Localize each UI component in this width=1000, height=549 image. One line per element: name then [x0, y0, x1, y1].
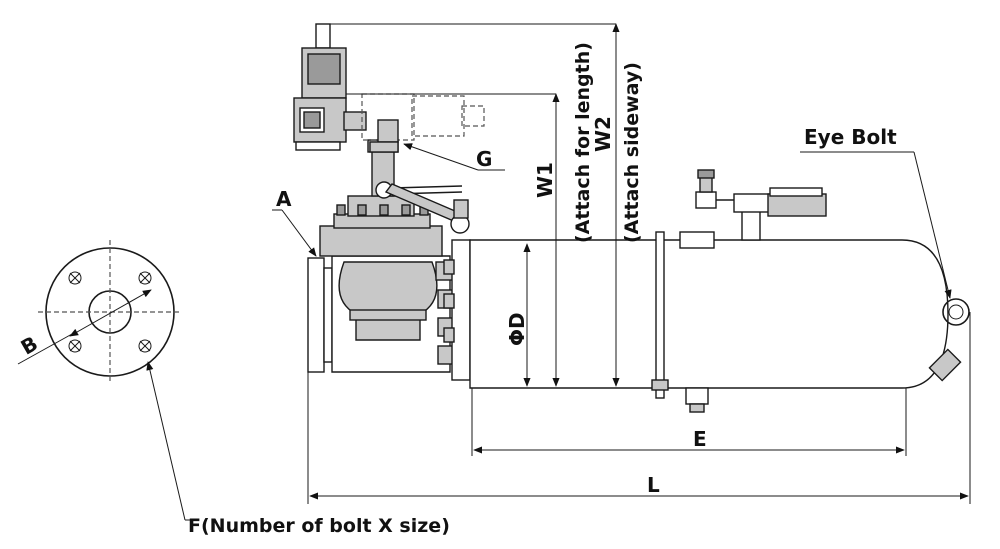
flange-front-view — [17, 240, 192, 521]
bolt-leader — [146, 361, 186, 521]
eye-bolt-ring — [942, 298, 970, 326]
relief-valve — [767, 193, 827, 217]
label-l: L — [647, 473, 660, 497]
pcd-leader — [17, 333, 73, 365]
dimension-lines — [307, 23, 971, 504]
inlet-flange — [307, 257, 325, 373]
tank — [469, 169, 970, 413]
label-f: F(Number of bolt X size) — [188, 515, 450, 537]
label-w1-note: (Attach for length) — [572, 42, 594, 243]
label-a: A — [276, 187, 292, 211]
side-plug — [928, 348, 962, 382]
valve-bonnet — [319, 225, 443, 257]
a-leader — [281, 209, 317, 257]
label-g: G — [476, 147, 492, 171]
label-eye-bolt: Eye Bolt — [804, 125, 897, 149]
label-d: ΦD — [505, 312, 529, 346]
label-w1: W1 — [533, 162, 557, 198]
outlet-flange — [451, 239, 471, 381]
flange-bolt-holes — [68, 271, 152, 353]
g-leader — [403, 143, 479, 171]
bonnet-bolts — [336, 204, 429, 216]
top-fitting — [679, 231, 715, 249]
actuator-top-pin — [315, 23, 331, 49]
tank-shell — [469, 239, 949, 389]
label-e: E — [693, 427, 707, 451]
valve-side-view — [307, 139, 471, 381]
label-b: B — [17, 331, 42, 359]
label-w2-note: (Attach sideway) — [621, 62, 643, 243]
label-w2: W2 — [591, 116, 615, 152]
actuator — [293, 23, 616, 153]
eye-bolt-leader — [913, 151, 952, 299]
pcd-dimension-arrow — [69, 289, 152, 337]
sight-tube — [655, 231, 665, 399]
drain-fitting — [685, 387, 709, 405]
